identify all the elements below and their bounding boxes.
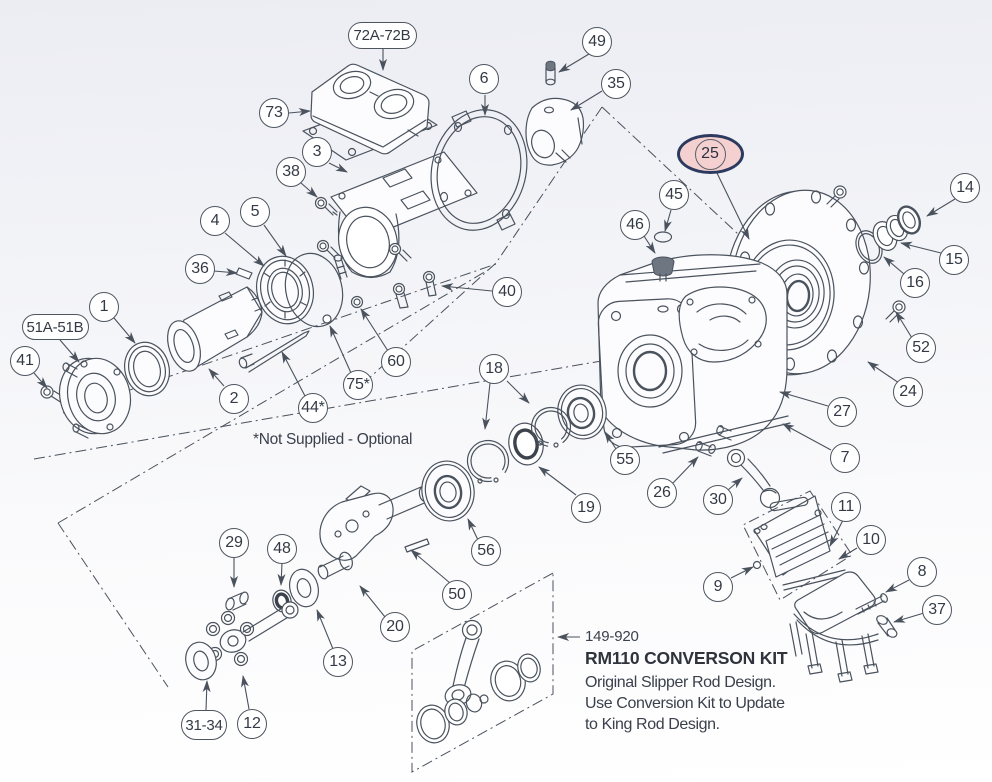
balloon-50[interactable]: 50 xyxy=(442,580,472,610)
kit-desc-line-2: Use Conversion Kit to Update xyxy=(585,695,785,712)
balloon-44[interactable]: 44* xyxy=(298,393,328,423)
balloon-3[interactable]: 3 xyxy=(302,137,332,167)
balloon-2[interactable]: 2 xyxy=(219,384,249,414)
balloon-37[interactable]: 37 xyxy=(922,595,952,625)
balloon-41[interactable]: 41 xyxy=(10,346,40,376)
balloon-45[interactable]: 45 xyxy=(659,180,689,210)
manifold-studs xyxy=(789,621,879,683)
balloon-72A-72B[interactable]: 72A-72B xyxy=(347,21,417,49)
balloon-40[interactable]: 40 xyxy=(492,277,522,307)
balloon-13[interactable]: 13 xyxy=(323,647,353,677)
balloon-9[interactable]: 9 xyxy=(703,572,733,602)
balloon-19[interactable]: 19 xyxy=(571,493,601,523)
balloon-15[interactable]: 15 xyxy=(939,245,969,275)
balloon-27[interactable]: 27 xyxy=(827,397,857,427)
balloon-26[interactable]: 26 xyxy=(647,478,677,508)
balloon-18[interactable]: 18 xyxy=(479,354,509,384)
balloon-29[interactable]: 29 xyxy=(219,528,249,558)
kit-title: RM110 CONVERSON KIT xyxy=(585,648,788,668)
centerlines xyxy=(33,106,853,773)
balloon-56[interactable]: 56 xyxy=(471,536,501,566)
balloon-10[interactable]: 10 xyxy=(856,525,886,555)
balloon-36[interactable]: 36 xyxy=(185,254,215,284)
socket-screws xyxy=(314,196,437,309)
manifold-group xyxy=(302,60,585,309)
balloon-51A-51B[interactable]: 51A-51B xyxy=(21,314,89,340)
balloon-52[interactable]: 52 xyxy=(906,333,936,363)
balloon-24[interactable]: 24 xyxy=(893,377,923,407)
balloon-35[interactable]: 35 xyxy=(601,69,631,99)
conversion-kit-label: 149-920 RM110 CONVERSON KIT Original Sli… xyxy=(585,628,788,735)
balloon-20[interactable]: 20 xyxy=(380,612,410,642)
balloon-12[interactable]: 12 xyxy=(237,709,267,739)
conversion-kit-box xyxy=(411,572,554,773)
balloon-14[interactable]: 14 xyxy=(950,173,980,203)
balloon-49[interactable]: 49 xyxy=(582,27,612,57)
balloon-25[interactable]: 25 xyxy=(676,134,744,174)
balloon-73[interactable]: 73 xyxy=(259,98,289,128)
balloon-8[interactable]: 8 xyxy=(907,557,937,587)
conversion-kit-drawing xyxy=(416,619,541,744)
leader-lines xyxy=(33,49,956,711)
balloon-4[interactable]: 4 xyxy=(200,206,230,236)
kit-part-number: 149-920 xyxy=(585,628,639,645)
kit-desc-line-1: Original Slipper Rod Design. xyxy=(585,674,776,691)
balloon-16[interactable]: 16 xyxy=(900,268,930,298)
kit-desc-line-3: to King Rod Design. xyxy=(585,716,720,733)
balloon-11[interactable]: 11 xyxy=(831,492,861,522)
crankshaft-group xyxy=(185,460,475,681)
balloon-46[interactable]: 46 xyxy=(620,210,650,240)
balloon-75[interactable]: 75* xyxy=(343,370,373,400)
balloon-48[interactable]: 48 xyxy=(267,534,297,564)
balloon-5[interactable]: 5 xyxy=(240,197,270,227)
balloon-6[interactable]: 6 xyxy=(469,64,499,94)
balloon-38[interactable]: 38 xyxy=(276,157,306,187)
balloon-31-34[interactable]: 31-34 xyxy=(181,710,227,740)
balloon-1[interactable]: 1 xyxy=(89,292,119,322)
not-supplied-note: *Not Supplied - Optional xyxy=(253,431,413,448)
plunger-group xyxy=(40,252,364,439)
balloon-7[interactable]: 7 xyxy=(830,443,860,473)
balloon-30[interactable]: 30 xyxy=(703,485,733,515)
balloon-55[interactable]: 55 xyxy=(610,445,640,475)
balloon-60[interactable]: 60 xyxy=(381,347,411,377)
balloon-25-inner: 25 xyxy=(694,138,726,170)
crankcase-group xyxy=(466,185,922,683)
valve-plate-box xyxy=(742,490,853,601)
